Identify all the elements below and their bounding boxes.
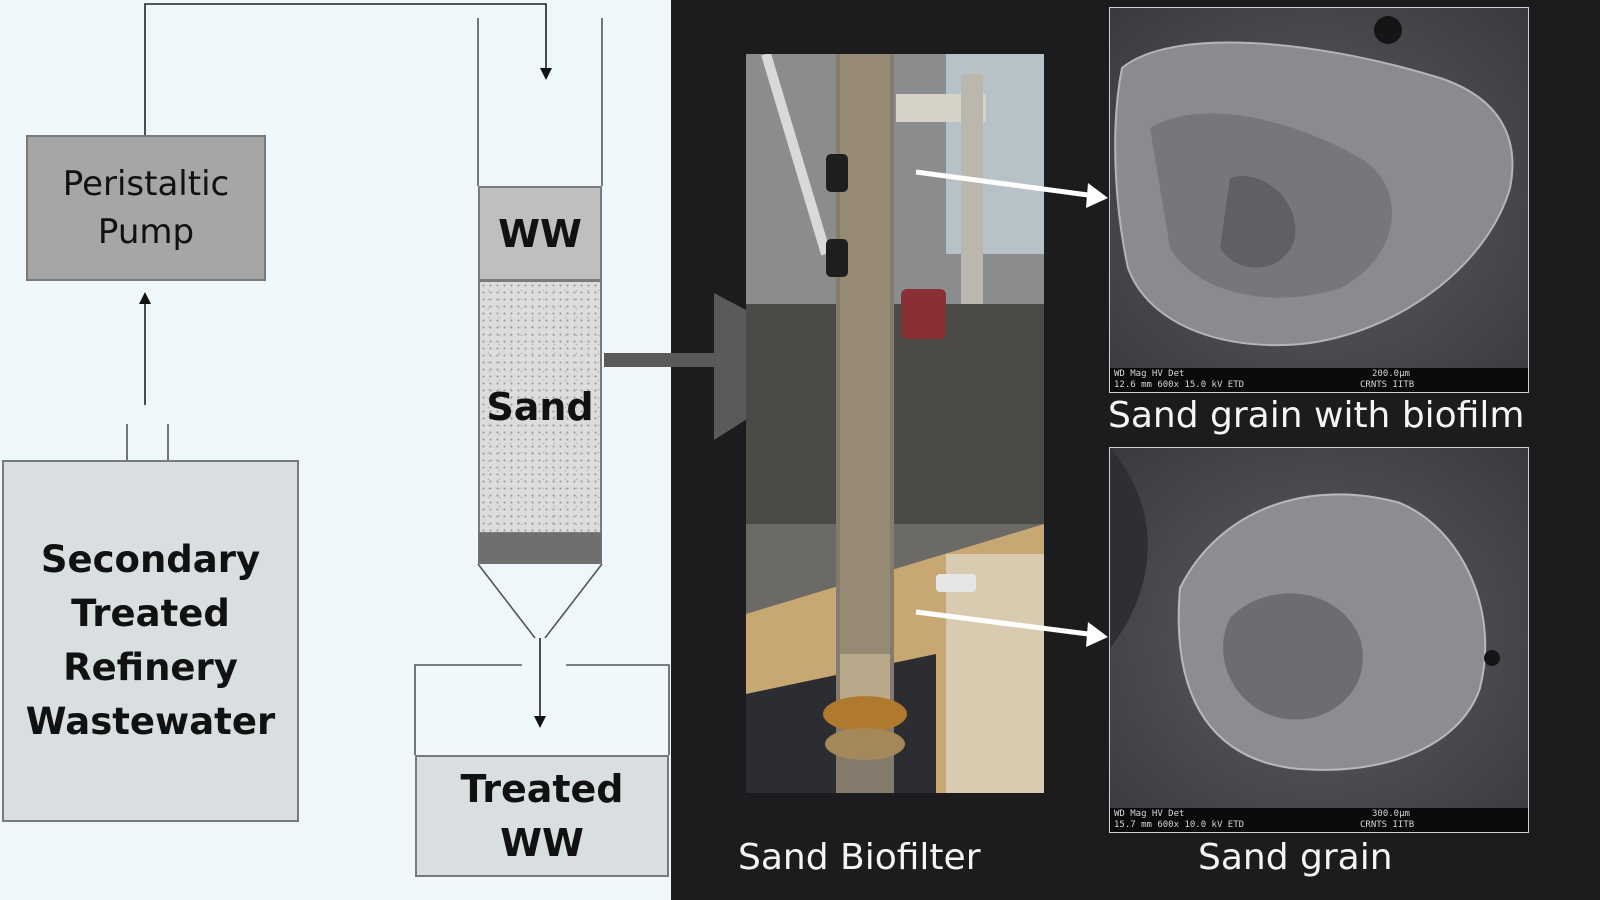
biofilter-photo xyxy=(746,54,1044,793)
schematic-lines xyxy=(126,3,670,755)
sem-grain-biofilm-illustration xyxy=(1114,16,1514,347)
sem-top-info-bar: WD Mag HV Det 12.6 mm 600x 15.0 kV ETD 2… xyxy=(1110,368,1528,392)
sem-top-bar-row1: WD Mag HV Det xyxy=(1114,369,1185,379)
sem-grain-clean-illustration xyxy=(1110,448,1500,771)
pointer-arrow-bottom-head xyxy=(1086,622,1108,647)
sem-bottom-bar-row1: WD Mag HV Det xyxy=(1114,809,1185,819)
sem-bottom-scale: 300.0μm xyxy=(1372,809,1410,819)
sem-top-facility: CRNTS IITB xyxy=(1360,380,1415,390)
pump-label-line1: Peristaltic xyxy=(62,164,230,204)
column-ww-layer: WW xyxy=(478,186,602,281)
tank-label-line2: Treated xyxy=(71,592,230,635)
feed-line xyxy=(144,3,547,135)
intake-arrowhead xyxy=(139,292,151,304)
column-sand-label: Sand xyxy=(486,385,594,429)
tank-label-line3: Refinery xyxy=(63,646,238,689)
vessel-right xyxy=(566,664,670,755)
sem-top-bar-row2: 12.6 mm 600x 15.0 kV ETD xyxy=(1114,380,1245,390)
sem-image-clean: WD Mag HV Det 15.7 mm 600x 10.0 kV ETD 3… xyxy=(1109,447,1529,833)
treated-label-line1: Treated xyxy=(460,767,624,811)
sem-bottom-caption: Sand grain xyxy=(1198,837,1393,878)
funnel-right xyxy=(544,563,603,639)
column-support-layer xyxy=(478,533,602,564)
biofilter-photo-illustration xyxy=(746,54,1044,793)
sem-bottom-bar-row2: 15.7 mm 600x 10.0 kV ETD xyxy=(1114,820,1245,830)
feed-arrowhead xyxy=(540,68,552,80)
column-ww-label: WW xyxy=(498,211,582,256)
sem-top-scale: 200.0μm xyxy=(1372,369,1410,379)
wastewater-tank-box: Secondary Treated Refinery Wastewater xyxy=(2,460,299,822)
sem-bottom-facility: CRNTS IITB xyxy=(1360,820,1415,830)
sem-bottom-info-bar: WD Mag HV Det 15.7 mm 600x 10.0 kV ETD 3… xyxy=(1110,808,1528,832)
pointer-arrow-top-head xyxy=(1086,183,1108,208)
funnel-left xyxy=(477,563,536,639)
pump-label-line2: Pump xyxy=(97,212,195,252)
vessel-left xyxy=(414,664,522,755)
pointer-arrow-top-line xyxy=(915,169,1089,198)
photo-caption: Sand Biofilter xyxy=(738,837,981,878)
tank-label-line4: Wastewater xyxy=(25,700,276,743)
tank-label-line1: Secondary xyxy=(40,538,261,581)
sem-image-biofilm: WD Mag HV Det 12.6 mm 600x 15.0 kV ETD 2… xyxy=(1109,7,1529,393)
drain-arrowhead xyxy=(534,716,546,728)
sem-top-caption: Sand grain with biofilm xyxy=(1108,395,1525,436)
big-arrow-shaft xyxy=(604,353,722,367)
column-sand-layer: Sand xyxy=(478,280,602,534)
pointer-arrow-bottom-line xyxy=(915,609,1089,637)
treated-label-line2: WW xyxy=(500,821,584,865)
